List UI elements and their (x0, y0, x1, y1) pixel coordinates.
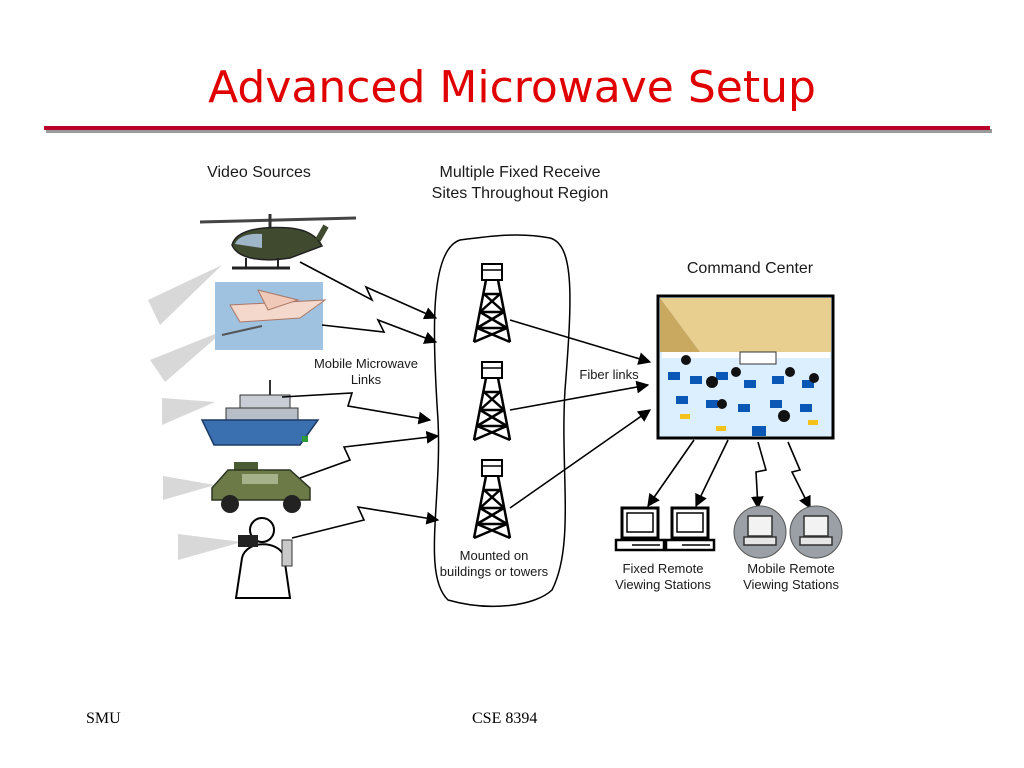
desktop-computer-icon (614, 506, 666, 552)
label-mobile-stations-line1: Mobile Remote (747, 561, 835, 576)
camera-beam-icon (163, 476, 215, 500)
label-mobile-stations-line2: Viewing Stations (743, 577, 839, 592)
label-video-sources: Video Sources (207, 164, 311, 181)
label-fixed-stations-line2: Viewing Stations (615, 577, 711, 592)
title-rule (44, 126, 990, 130)
microwave-links (281, 261, 440, 539)
tower-icon (472, 458, 512, 540)
station-links (647, 439, 811, 510)
footer-left: SMU (86, 710, 121, 727)
camera-beam-icon (178, 534, 242, 560)
label-mounted-line2: buildings or towers (439, 564, 549, 579)
label-fixed-stations-line1: Fixed Remote (622, 561, 704, 576)
tower-icon (472, 360, 512, 442)
slide-title: Advanced Microwave Setup (208, 62, 816, 113)
camera-beam-icon (162, 398, 215, 425)
label-fiber-links: Fiber links (579, 367, 639, 382)
drone-icon (215, 282, 327, 350)
ship-icon (200, 380, 320, 446)
footer-center: CSE 8394 (472, 710, 538, 727)
person-with-camera-icon (234, 517, 293, 599)
humvee-icon (211, 462, 311, 513)
label-mobile-links-line2: Links (350, 372, 382, 387)
label-receive-sites-line2: Sites Throughout Region (431, 185, 609, 202)
label-mobile-links-line1: Mobile Microwave (313, 356, 419, 371)
helicopter-icon (199, 214, 357, 270)
desktop-computer-icon (664, 506, 716, 552)
label-command-center: Command Center (686, 260, 814, 277)
fiber-links (509, 319, 652, 509)
laptop-computer-icon (789, 505, 843, 559)
camera-beam-icon (150, 330, 225, 382)
label-receive-sites-line1: Multiple Fixed Receive (439, 164, 601, 181)
camera-beam-icon (148, 265, 222, 325)
laptop-computer-icon (733, 505, 787, 559)
receive-region-boundary (433, 234, 571, 608)
label-mounted-line1: Mounted on (459, 548, 529, 563)
command-center-image (656, 294, 835, 440)
tower-icon (472, 262, 512, 344)
